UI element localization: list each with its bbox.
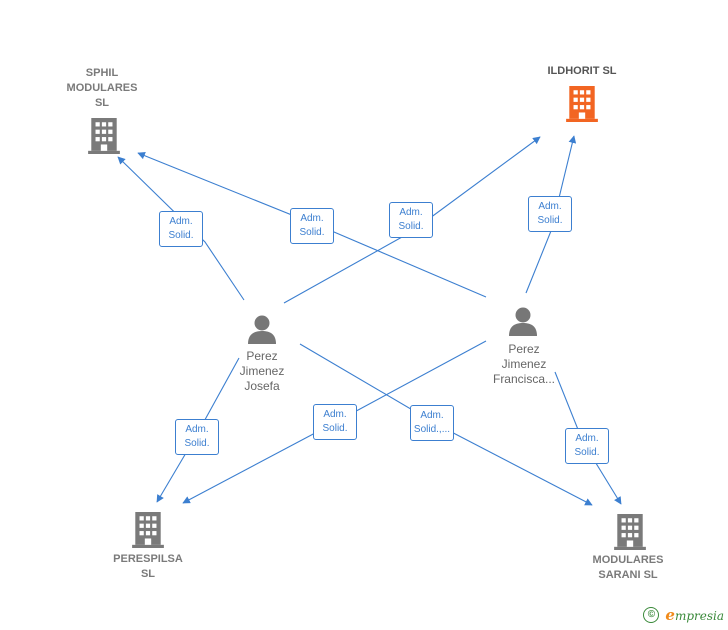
brand-logo: empresia (665, 606, 724, 624)
brand-name: mpresia (674, 609, 724, 623)
node-name-perespilsa[interactable]: PERESPILSA SL (113, 553, 183, 580)
edge-label-box[interactable]: Adm. Solid. (528, 196, 572, 232)
building-icon-modulares-sarani[interactable] (614, 514, 646, 550)
node-name-modulares-sarani[interactable]: MODULARES SARANI SL (592, 554, 664, 581)
edge-label-text: Adm. (169, 216, 193, 227)
person-icon-perez-josefa[interactable] (248, 315, 276, 345)
edge-label-text: Solid. (537, 215, 563, 226)
building-icon-ildhorit[interactable] (566, 86, 598, 122)
node-name-ildhorit[interactable]: ILDHORIT SL (547, 65, 617, 77)
node-name-perez-francisca[interactable]: Perez Jimenez Francisca... (492, 342, 555, 386)
person-icon-perez-francisca[interactable] (509, 307, 537, 337)
edge-label-text: Solid. (299, 227, 325, 238)
edge-label-text: Adm. (538, 201, 562, 212)
edge-label-box[interactable]: Adm. Solid. (313, 404, 357, 440)
edge-label-text: Solid. (322, 423, 348, 434)
node-name-sphil[interactable]: SPHIL MODULARES SL (66, 67, 138, 109)
edge-label-text: Adm. (323, 409, 347, 420)
edge-label-text: Adm. (420, 410, 444, 421)
edge-label-text: Solid. (168, 230, 194, 241)
edge-label-text: Adm. (185, 424, 209, 435)
edge-label-box[interactable]: Adm. Solid. (565, 428, 609, 464)
nodes-layer (88, 86, 646, 550)
edge-label-box[interactable]: Adm. Solid. (175, 419, 219, 455)
edge-perez-francisca-to-sphil (137, 152, 487, 298)
copyright-icon: © (643, 607, 660, 623)
footer-brand: © empresia (643, 606, 724, 624)
building-icon-perespilsa[interactable] (132, 512, 164, 548)
edge-label-box[interactable]: Adm. Solid. (290, 208, 334, 244)
edge-label-text: Solid.,... (413, 424, 451, 435)
edge-label-text: Adm. (300, 213, 324, 224)
edge-label-text: Solid. (184, 438, 210, 449)
edge-label-box[interactable]: Adm. Solid. (159, 211, 203, 247)
edge-label-box[interactable]: Adm. Solid.,... (410, 405, 454, 441)
edge-label-box[interactable]: Adm. Solid. (389, 202, 433, 238)
node-name-perez-josefa[interactable]: Perez Jimenez Josefa (239, 349, 285, 393)
edge-label-text: Adm. (399, 207, 423, 218)
edge-label-text: Adm. (575, 433, 599, 444)
brand-initial: e (665, 606, 675, 624)
edge-perez-josefa-to-sphil (117, 156, 245, 301)
edge-label-text: Solid. (574, 447, 600, 458)
edge-label-text: Solid. (398, 221, 424, 232)
building-icon-sphil[interactable] (88, 118, 120, 154)
